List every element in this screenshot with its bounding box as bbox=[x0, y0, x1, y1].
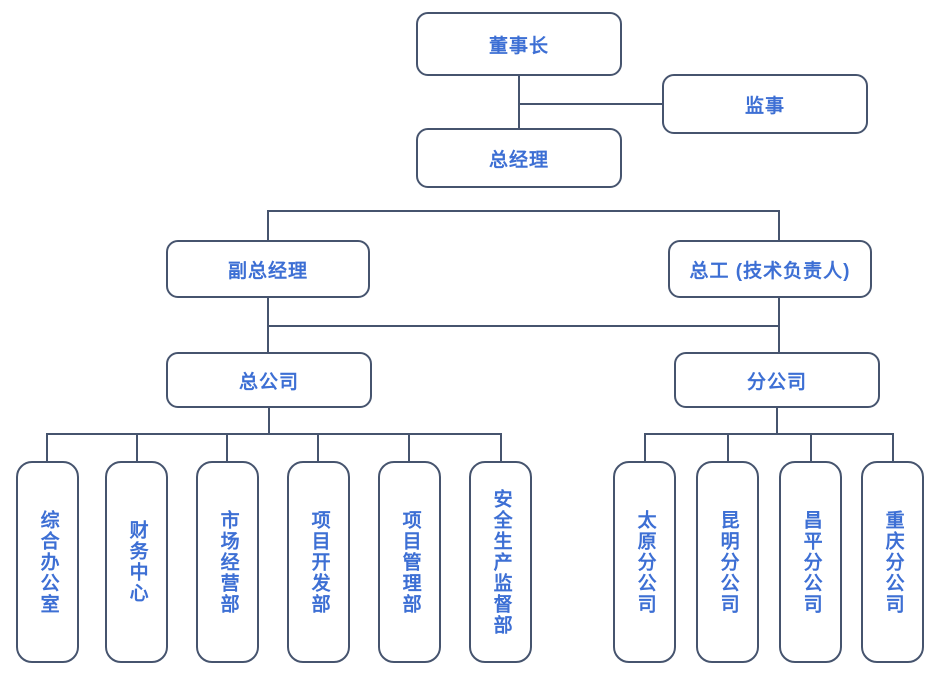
connector-dept-drop-5 bbox=[408, 433, 410, 461]
node-head-office-label: 总公司 bbox=[238, 371, 299, 393]
node-dept-market[interactable]: 市场经营部 bbox=[196, 461, 259, 663]
node-dept-safety-supervision-label: 安全生产监督部 bbox=[490, 488, 512, 636]
node-dept-project-management[interactable]: 项目管理部 bbox=[378, 461, 441, 663]
connector-chairman-to-gm bbox=[518, 76, 520, 128]
connector-dept-drop-1 bbox=[46, 433, 48, 461]
node-branch-changping[interactable]: 昌平分公司 bbox=[779, 461, 842, 663]
node-dept-project-management-label: 项目管理部 bbox=[399, 509, 421, 615]
connector-departments-bar bbox=[46, 433, 502, 435]
node-supervisor[interactable]: 监事 bbox=[662, 74, 868, 134]
connector-branch-office-stem bbox=[776, 408, 778, 433]
connector-dept-drop-4 bbox=[317, 433, 319, 461]
node-branch-chongqing-label: 重庆分公司 bbox=[882, 509, 904, 615]
node-dept-project-development-label: 项目开发部 bbox=[308, 509, 330, 615]
connector-dept-drop-2 bbox=[136, 433, 138, 461]
connector-branch-drop-1 bbox=[644, 433, 646, 461]
node-branch-kunming-label: 昆明分公司 bbox=[717, 509, 739, 615]
connector-head-office-stem bbox=[268, 408, 270, 433]
node-supervisor-label: 监事 bbox=[744, 95, 785, 117]
node-dept-safety-supervision[interactable]: 安全生产监督部 bbox=[469, 461, 532, 663]
node-branch-taiyuan-label: 太原分公司 bbox=[634, 509, 656, 615]
node-general-manager[interactable]: 总经理 bbox=[416, 128, 622, 188]
connector-chairman-to-supervisor bbox=[518, 103, 662, 105]
node-dept-admin[interactable]: 综合办公室 bbox=[16, 461, 79, 663]
node-dept-finance[interactable]: 财务中心 bbox=[105, 461, 168, 663]
node-chief-engineer-label: 总工 (技术负责人) bbox=[689, 260, 851, 282]
connector-branch-drop-2 bbox=[727, 433, 729, 461]
connector-branch-drop-4 bbox=[892, 433, 894, 461]
connector-branches-bar bbox=[644, 433, 894, 435]
node-deputy-gm[interactable]: 副总经理 bbox=[166, 240, 370, 298]
node-deputy-gm-label: 副总经理 bbox=[227, 260, 308, 282]
node-dept-market-label: 市场经营部 bbox=[217, 509, 239, 615]
connector-dept-drop-3 bbox=[226, 433, 228, 461]
connector-level3-bar bbox=[267, 210, 780, 212]
node-branch-office[interactable]: 分公司 bbox=[674, 352, 880, 408]
node-branch-office-label: 分公司 bbox=[746, 371, 807, 393]
node-chief-engineer[interactable]: 总工 (技术负责人) bbox=[668, 240, 872, 298]
node-dept-project-development[interactable]: 项目开发部 bbox=[287, 461, 350, 663]
node-branch-changping-label: 昌平分公司 bbox=[800, 509, 822, 615]
connector-level3-drop-right bbox=[778, 210, 780, 242]
node-dept-admin-label: 综合办公室 bbox=[37, 509, 59, 615]
node-dept-finance-label: 财务中心 bbox=[126, 520, 148, 604]
connector-branch-drop-3 bbox=[810, 433, 812, 461]
node-branch-taiyuan[interactable]: 太原分公司 bbox=[613, 461, 676, 663]
node-branch-chongqing[interactable]: 重庆分公司 bbox=[861, 461, 924, 663]
node-chairman[interactable]: 董事长 bbox=[416, 12, 622, 76]
node-head-office[interactable]: 总公司 bbox=[166, 352, 372, 408]
node-branch-kunming[interactable]: 昆明分公司 bbox=[696, 461, 759, 663]
node-general-manager-label: 总经理 bbox=[488, 149, 549, 171]
connector-dept-drop-6 bbox=[500, 433, 502, 461]
connector-level3-drop-left bbox=[267, 210, 269, 242]
connector-level4-bar bbox=[267, 325, 780, 327]
node-chairman-label: 董事长 bbox=[488, 35, 549, 57]
